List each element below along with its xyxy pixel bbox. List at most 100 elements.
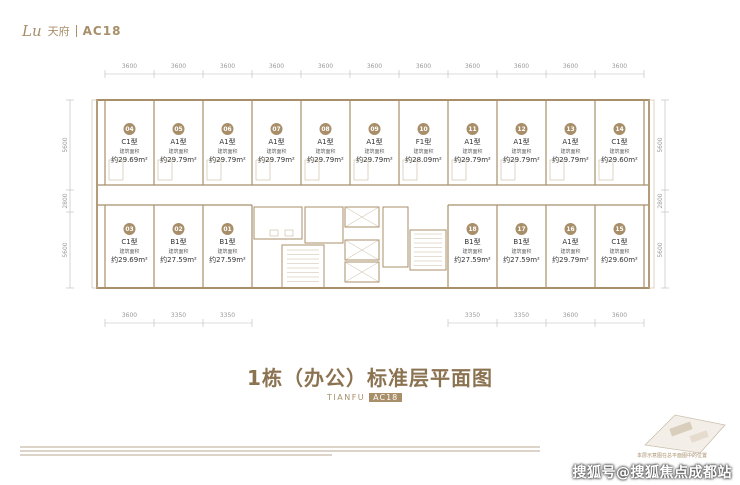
unit-number-badge — [417, 123, 430, 135]
brand-separator — [75, 25, 77, 37]
bottom-left-dim-label: 3350 — [171, 312, 186, 319]
unit-type: C1型 — [121, 237, 137, 246]
bathroom — [157, 159, 173, 181]
top-dim-label: 3600 — [563, 63, 578, 70]
unit-area-label: 建筑面积 — [217, 248, 237, 255]
unit-type: B1型 — [513, 237, 529, 246]
unit-number: 04 — [125, 126, 133, 133]
brand-chinese: 天府 — [47, 25, 70, 38]
unit-number: 01 — [223, 226, 231, 233]
top-dim-label: 3600 — [269, 63, 284, 70]
unit-type: A1型 — [317, 137, 333, 146]
right-ledge — [648, 99, 655, 289]
unit-area: 约29.79m² — [307, 155, 344, 164]
unit-type: A1型 — [366, 137, 382, 146]
unit-area: 约29.69m² — [111, 255, 148, 264]
core — [253, 206, 447, 289]
left_side-dim-label: 5600 — [62, 137, 69, 152]
unit-area: 约29.79m² — [503, 155, 540, 164]
unit-number: 13 — [566, 126, 574, 133]
bottom-right-dim-label: 3350 — [465, 312, 480, 319]
unit-number-badge — [368, 123, 381, 135]
unit-area-label: 建筑面积 — [560, 148, 580, 155]
key-plan-caption: 本层示意图在总平面图中的位置 — [637, 453, 708, 459]
unit-area-label: 建筑面积 — [217, 148, 237, 155]
brand-script: Lu — [22, 22, 42, 40]
top-dim-label: 3600 — [514, 63, 529, 70]
unit-area: 约27.59m² — [503, 255, 540, 264]
bathroom — [353, 159, 369, 181]
key-plan — [644, 414, 726, 454]
brand-code: AC18 — [82, 24, 122, 38]
top-dim-label: 3600 — [465, 63, 480, 70]
floor-plan: 3600 3600 3600 3600 3600 3600 3600 3600 3600 3600… — [62, 63, 669, 327]
watermark: 搜狐号@搜狐焦点成都站 — [572, 465, 732, 481]
unit-area: 约29.79m² — [552, 155, 589, 164]
unit-number: 17 — [517, 226, 525, 233]
shaft — [382, 206, 409, 268]
unit-area-label: 建筑面积 — [168, 248, 188, 255]
sub-brand-tag: AC18 — [369, 393, 403, 402]
unit-area-label: 建筑面积 — [511, 248, 531, 255]
dimension-lines: 3600 3600 3600 3600 3600 3600 3600 3600 3600 3600… — [62, 63, 669, 327]
unit-type: A1型 — [170, 137, 186, 146]
unit-number: 18 — [468, 226, 476, 233]
unit-type: B1型 — [464, 237, 480, 246]
unit-type: B1型 — [219, 237, 235, 246]
unit-area: 约27.59m² — [209, 255, 246, 264]
unit-number-badge — [564, 123, 577, 135]
brand-logo: Lu 天府 AC18 — [22, 22, 121, 40]
unit-number-badge — [515, 123, 528, 135]
bottom-right-dim-label: 3350 — [514, 312, 529, 319]
unit-number: 05 — [174, 126, 182, 133]
unit-number: 03 — [125, 226, 133, 233]
unit-area-label: 建筑面积 — [315, 148, 335, 155]
unit-type: C1型 — [611, 137, 627, 146]
unit-area: 约29.79m² — [356, 155, 393, 164]
unit-number: 06 — [223, 126, 231, 133]
unit-area-label: 建筑面积 — [364, 148, 384, 155]
unit-number: 16 — [566, 226, 574, 233]
unit-number-badge — [564, 223, 577, 235]
unit-number-badge — [172, 223, 185, 235]
bottom-left-dim-label: 3600 — [122, 312, 137, 319]
lift-lobby — [304, 206, 344, 244]
bottom-right-dim-label: 3600 — [612, 312, 627, 319]
unit-type: F1型 — [416, 137, 431, 146]
lift-shaft — [344, 206, 380, 228]
unit-type: A1型 — [464, 137, 480, 146]
top-dim-label: 3600 — [416, 63, 431, 70]
unit-area: 约29.60m² — [601, 155, 638, 164]
unit-area-label: 建筑面积 — [168, 148, 188, 155]
unit-area-label: 建筑面积 — [511, 148, 531, 155]
unit-area-label: 建筑面积 — [462, 148, 482, 155]
bathroom — [598, 159, 614, 181]
unit-type: A1型 — [562, 137, 578, 146]
unit-area: 约29.60m² — [601, 255, 638, 264]
unit-number: 07 — [272, 126, 280, 133]
top-dim-label: 3600 — [220, 63, 235, 70]
top-dim-label: 3600 — [612, 63, 627, 70]
sub-brand: TIANFU AC18 — [327, 393, 403, 402]
top-dim-label: 3600 — [367, 63, 382, 70]
unit-area-label: 建筑面积 — [119, 248, 139, 255]
left-ledge — [91, 99, 98, 289]
unit-number: 15 — [615, 226, 623, 233]
unit-number: 08 — [321, 126, 329, 133]
left_side-dim-label: 2800 — [62, 193, 69, 208]
unit-number-badge — [221, 223, 234, 235]
unit-area: 约29.69m² — [111, 155, 148, 164]
bathroom — [451, 159, 467, 181]
